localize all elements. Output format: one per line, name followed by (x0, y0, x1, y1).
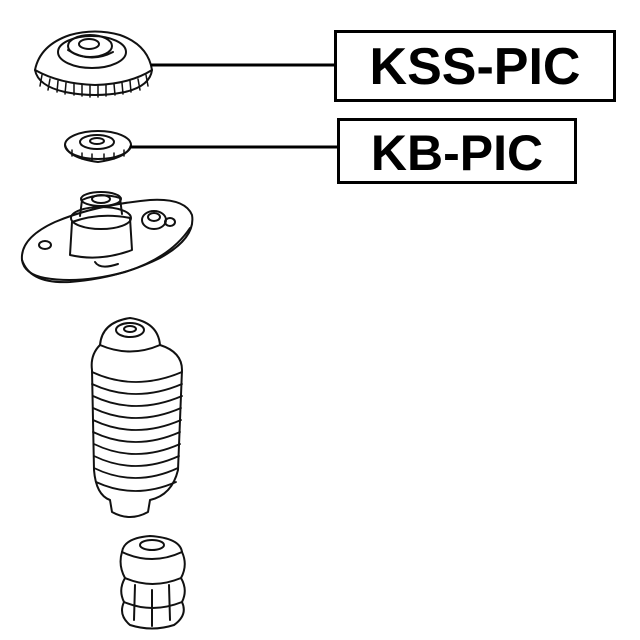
dust-boot-icon (90, 317, 183, 518)
bump-stop-icon (119, 535, 186, 630)
part-label-kss-pic: KSS-PIC (334, 30, 616, 102)
mount-seat-icon (34, 30, 153, 98)
mount-plate-icon (20, 191, 194, 284)
part-label-kb-pic: KB-PIC (337, 118, 577, 184)
leader-lines (129, 63, 339, 149)
bearing-icon (64, 130, 132, 163)
